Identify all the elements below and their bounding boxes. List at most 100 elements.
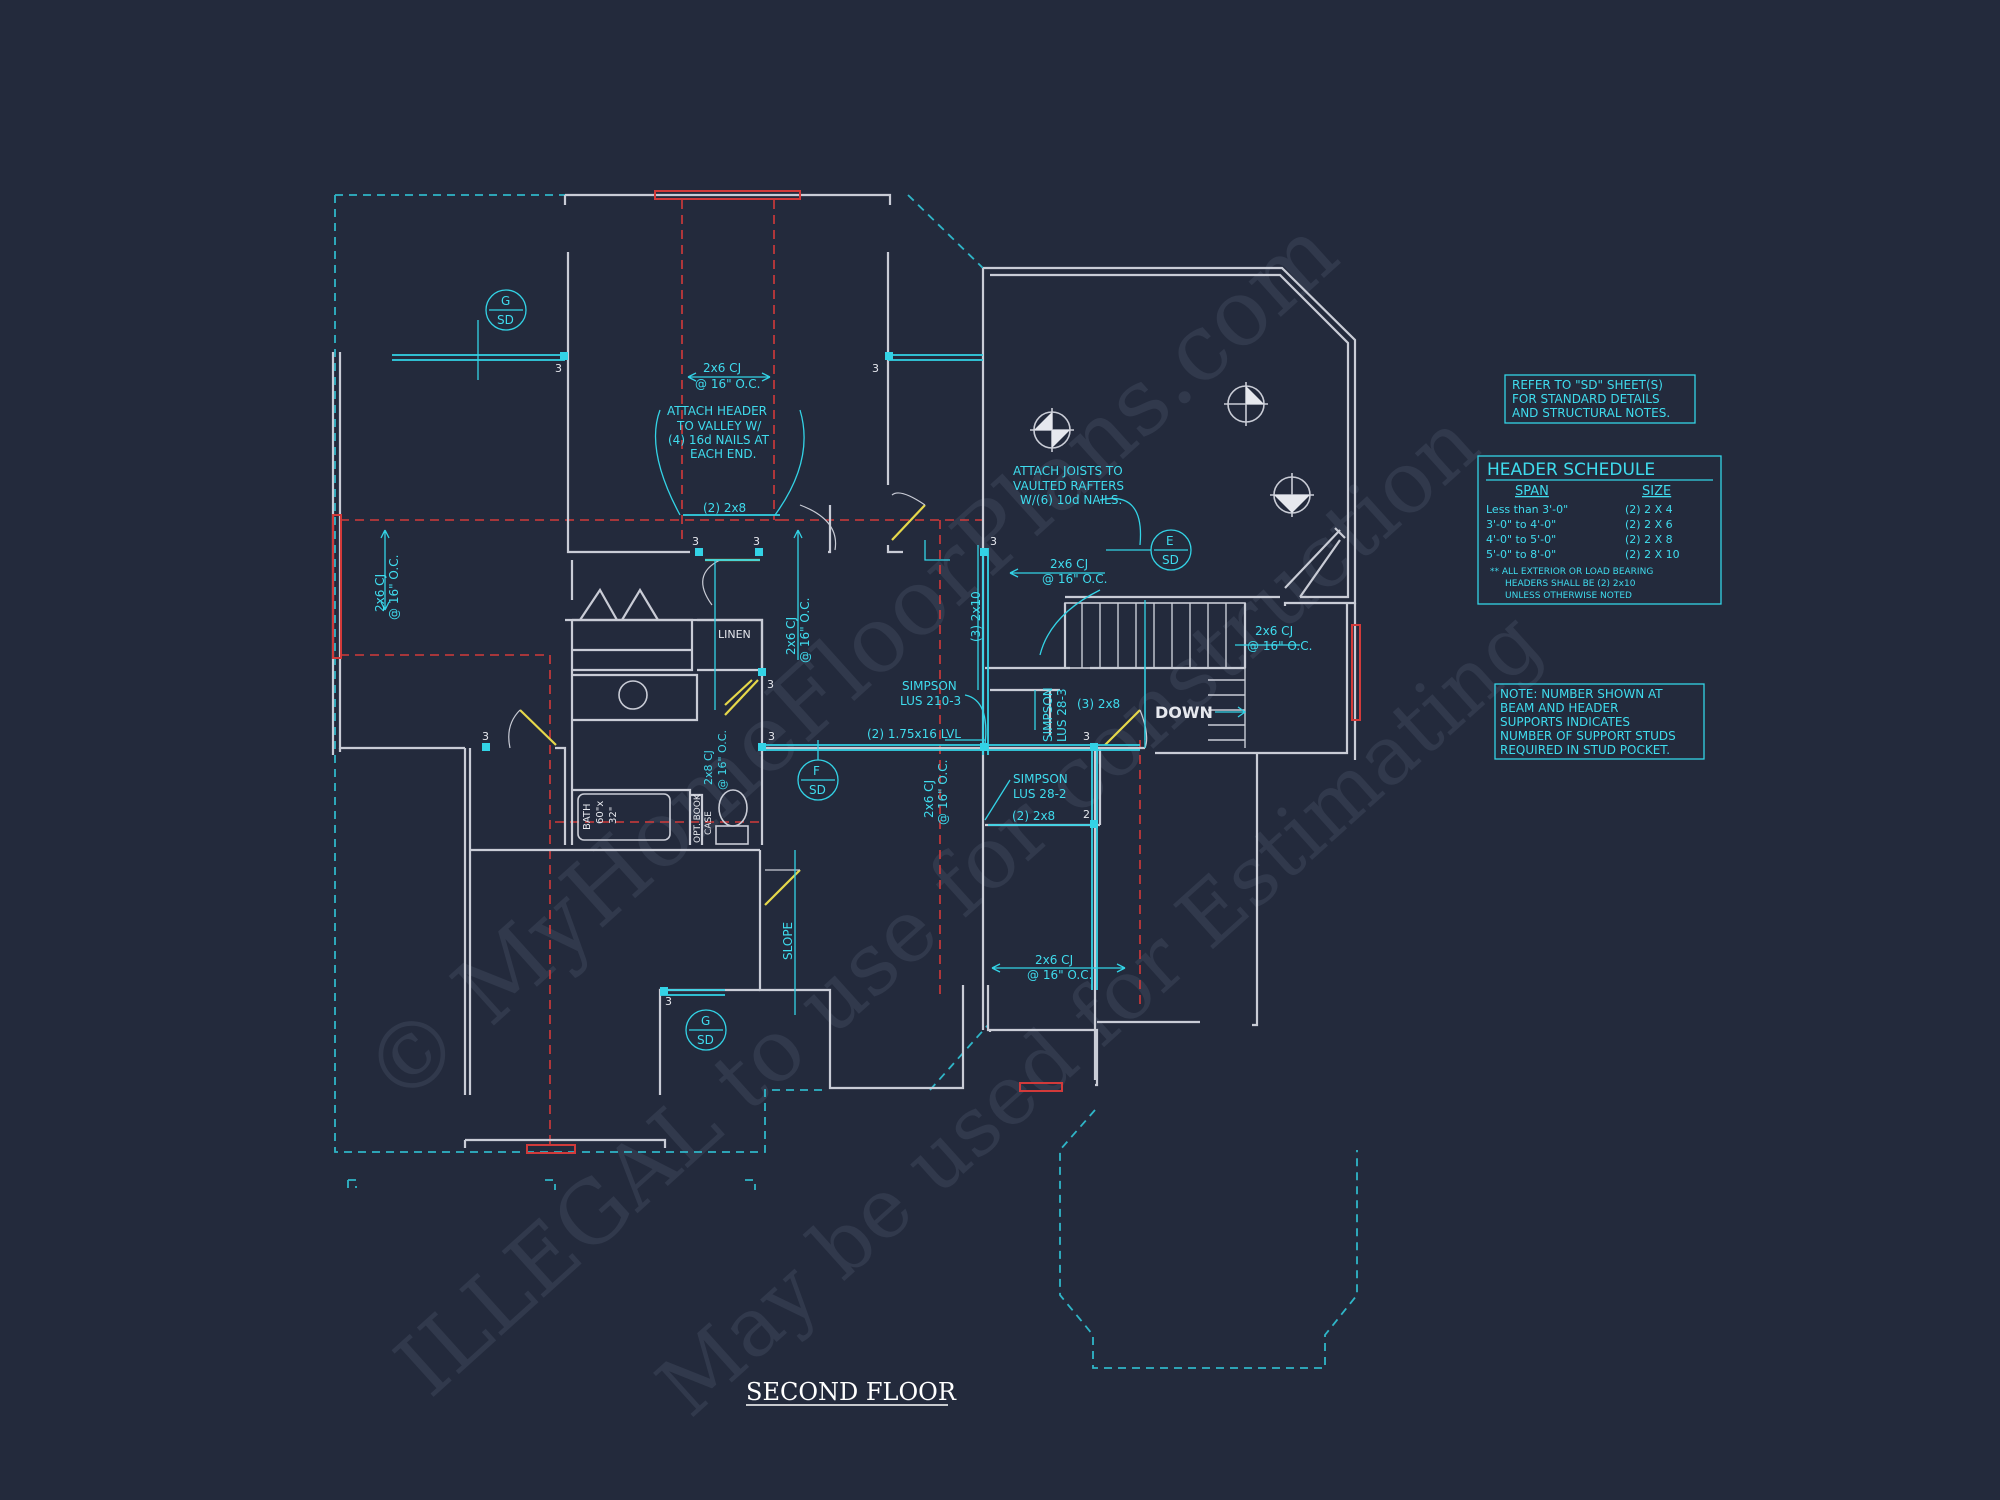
section-letter: G — [701, 1014, 710, 1028]
col-size: SIZE — [1642, 484, 1671, 499]
lvl-label: (2) 1.75x16 LVL — [867, 727, 961, 741]
vault-symbols — [1030, 382, 1314, 517]
oc-bottom-label: @ 16" O.C. — [1027, 968, 1092, 982]
section-marker-f: F SD — [797, 740, 839, 801]
stud-count: 3 — [482, 730, 489, 743]
section-marker-e: E SD — [1106, 529, 1192, 571]
sink — [618, 680, 648, 710]
section-letter: F — [813, 764, 820, 778]
stud-count: 3 — [768, 730, 775, 743]
row-span: 5'-0" to 8'-0" — [1486, 548, 1556, 561]
cj-center-label: 2x6 CJ — [784, 617, 798, 655]
support-note-line-3: SUPPORTS INDICATES — [1500, 715, 1630, 729]
row-span: 3'-0" to 4'-0" — [1486, 518, 1556, 531]
simpson-lus28-3-line2: LUS 28-3 — [1055, 688, 1069, 742]
roof-outline — [334, 194, 1358, 1369]
row-size: (2) 2 X 8 — [1625, 533, 1673, 546]
support-note-line-5: REQUIRED IN STUD POCKET. — [1500, 743, 1670, 757]
cj-bottom-label: 2x6 CJ — [1035, 953, 1073, 967]
vault-symbol-2 — [1224, 382, 1268, 426]
section-sheet: SD — [497, 313, 514, 327]
page-title: SECOND FLOOR — [746, 1378, 957, 1406]
vault-symbol-1 — [1030, 408, 1074, 452]
linen-label: LINEN — [718, 628, 751, 641]
row-size: (2) 2 X 4 — [1625, 503, 1673, 516]
fixtures — [577, 680, 749, 845]
support-note-line-2: BEAM AND HEADER — [1500, 701, 1618, 715]
refer-sd-line-1: REFER TO "SD" SHEET(S) — [1512, 378, 1663, 392]
down-label: DOWN — [1155, 703, 1213, 722]
header-schedule: HEADER SCHEDULE SPAN SIZE Less than 3'-0… — [1477, 455, 1722, 605]
stud-count: 3 — [753, 535, 760, 548]
section-letter: E — [1166, 534, 1174, 548]
col-span: SPAN — [1515, 484, 1549, 499]
cj-hall-label: 2x6 CJ — [922, 780, 936, 818]
stud-count: 3 — [990, 535, 997, 548]
attach-joists-note-3: W/(6) 10d NAILS. — [1020, 493, 1122, 507]
stud-count: 3 — [665, 995, 672, 1008]
cj-bath-label: 2x8 CJ — [702, 750, 715, 785]
row-span: Less than 3'-0" — [1486, 503, 1568, 516]
row-size: (2) 2 X 10 — [1625, 548, 1680, 561]
refer-sd-line-2: FOR STANDARD DETAILS — [1512, 392, 1660, 406]
ceiling-joist-lines — [340, 200, 1141, 1145]
section-marker-g-bottom: G SD — [685, 1009, 727, 1051]
bath-label-2: 60"x — [595, 801, 606, 824]
oc-bath-label: @ 16" O.C. — [716, 730, 729, 790]
header-schedule-title: HEADER SCHEDULE — [1487, 460, 1655, 480]
stud-count: 3 — [692, 535, 699, 548]
stud-count: 3 — [872, 362, 879, 375]
support-note: NOTE: NUMBER SHOWN AT BEAM AND HEADER SU… — [1494, 683, 1705, 760]
slope-label: SLOPE — [781, 922, 795, 960]
refer-sd-note: REFER TO "SD" SHEET(S) FOR STANDARD DETA… — [1504, 374, 1696, 424]
beams — [392, 352, 1140, 996]
windows — [332, 190, 1361, 1154]
footnote-3: UNLESS OTHERWISE NOTED — [1505, 591, 1632, 601]
bookcase-label-2: CASE — [704, 811, 714, 835]
header-2x8-top: (2) 2x8 — [703, 501, 746, 515]
simpson-lus28-2-line2: LUS 28-2 — [1013, 787, 1067, 801]
bath-and-closets — [570, 560, 764, 845]
oc-center-label: @ 16" O.C. — [798, 598, 812, 663]
cj-stair-label: 2x6 CJ — [1050, 557, 1088, 571]
leader-lines — [654, 409, 1142, 821]
stud-count: 2 — [1083, 808, 1090, 821]
watermark: © MyHomeFloorPlans.com ILLEGAL to use fo… — [343, 198, 1559, 1435]
section-sheet: SD — [1162, 553, 1179, 567]
oc-right-label: @ 16" O.C. — [1247, 639, 1312, 653]
stud-count: 3 — [555, 362, 562, 375]
stud-count: 3 — [1083, 730, 1090, 743]
attach-joists-note-2: VAULTED RAFTERS — [1013, 479, 1124, 493]
attach-header-note-2: TO VALLEY W/ — [676, 419, 762, 433]
attach-joists-note-1: ATTACH JOISTS TO — [1013, 464, 1123, 478]
refer-sd-line-3: AND STRUCTURAL NOTES. — [1512, 406, 1670, 420]
header-3x8: (3) 2x8 — [1077, 697, 1120, 711]
bathtub — [577, 793, 671, 841]
simpson-lus210-line1: SIMPSON — [902, 679, 957, 693]
vault-symbol-3 — [1270, 473, 1314, 517]
section-marker-g-top: G SD — [477, 289, 527, 380]
toilet-tank — [715, 825, 749, 845]
oc-hall-label: @ 16" O.C. — [936, 760, 950, 825]
stud-count: 3 — [767, 678, 774, 691]
row-size: (2) 2 X 6 — [1625, 518, 1673, 531]
support-note-line-4: NUMBER OF SUPPORT STUDS — [1500, 729, 1676, 743]
attach-header-note-1: ATTACH HEADER — [667, 404, 767, 418]
annotations: 2x6 CJ @ 16" O.C. 2x6 CJ @ 16" O.C. 2x6 … — [373, 361, 1312, 1008]
cj-right-label: 2x6 CJ — [1255, 624, 1293, 638]
simpson-lus28-2-line1: SIMPSON — [1013, 772, 1068, 786]
cj-left-label: 2x6 CJ — [373, 574, 387, 612]
attach-header-note-4: EACH END. — [690, 447, 756, 461]
joist-arrows — [380, 372, 1300, 1015]
oc-left-label: @ 16" O.C. — [387, 555, 401, 620]
row-span: 4'-0" to 5'-0" — [1486, 533, 1556, 546]
section-sheet: SD — [697, 1033, 714, 1047]
simpson-lus28-3-line1: SIMPSON — [1041, 687, 1055, 742]
bath-label-1: BATH — [582, 803, 593, 830]
footnote-2: HEADERS SHALL BE (2) 2x10 — [1505, 579, 1636, 589]
attach-header-note-3: (4) 16d NAILS AT — [668, 433, 770, 447]
oc-top-label: @ 16" O.C. — [695, 377, 760, 391]
oc-stair-label: @ 16" O.C. — [1042, 572, 1107, 586]
cj-top-label: 2x6 CJ — [703, 361, 741, 375]
